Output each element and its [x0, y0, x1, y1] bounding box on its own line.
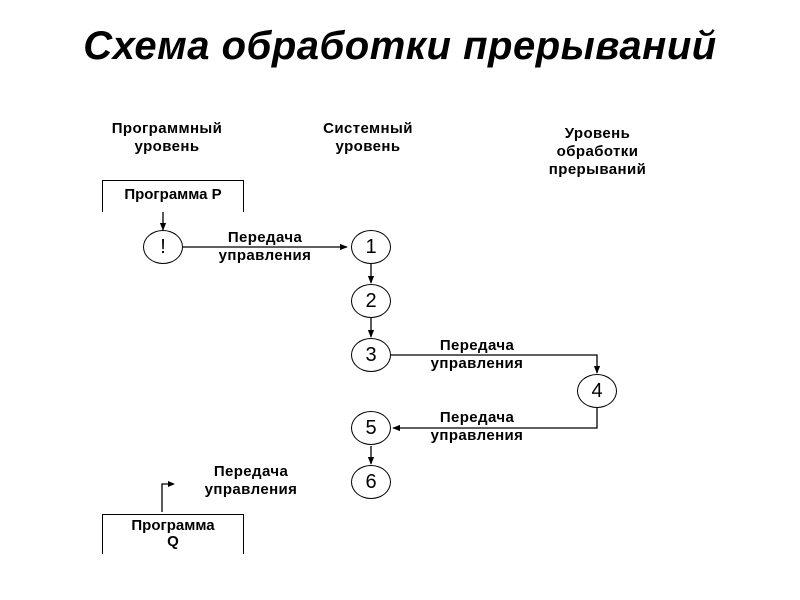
program-p-box: Программа P	[102, 180, 244, 212]
arrow-return-to-program-q	[161, 483, 172, 512]
program-q-box: Программа Q	[102, 514, 244, 554]
transfer-label-4-line-2: управления	[204, 481, 298, 498]
interrupt-level-heading: Уровень обработки прерываний	[525, 125, 670, 179]
transfer-label-2-line-1: Передача	[439, 337, 515, 354]
arrow-4-to-5	[392, 408, 598, 432]
node-3: 3	[351, 338, 391, 372]
interrupt-level-line-3: прерываний	[548, 161, 647, 178]
program-q-line-2: Q	[167, 533, 179, 550]
node-1: 1	[351, 230, 391, 264]
transfer-label-3-line-2: управления	[430, 427, 524, 444]
system-level-line-1: Системный	[323, 120, 413, 137]
program-level-heading: Программный уровень	[92, 120, 242, 156]
arrowhead-return	[168, 481, 175, 487]
system-level-heading: Системный уровень	[298, 120, 438, 156]
program-level-line-2: уровень	[134, 138, 200, 155]
interrupt-node: !	[143, 230, 183, 264]
arrow-3-to-4	[391, 354, 601, 374]
transfer-label-1: Передача управления	[200, 229, 330, 265]
node-4: 4	[577, 374, 617, 408]
program-q-line-1: Программа	[131, 517, 215, 534]
system-level-line-2: уровень	[335, 138, 401, 155]
transfer-label-4-line-1: Передача	[213, 463, 289, 480]
transfer-label-2-line-2: управления	[430, 355, 524, 372]
program-level-line-1: Программный	[111, 120, 223, 137]
transfer-label-3: Передача управления	[412, 409, 542, 445]
transfer-label-1-line-1: Передача	[227, 229, 303, 246]
transfer-label-1-line-2: управления	[218, 247, 312, 264]
interrupt-level-line-2: обработки	[556, 143, 639, 160]
node-6: 6	[351, 465, 391, 499]
transfer-label-2: Передача управления	[412, 337, 542, 373]
node-2: 2	[351, 284, 391, 318]
transfer-label-4: Передача управления	[186, 463, 316, 499]
interrupt-level-line-1: Уровень	[564, 125, 631, 142]
diagram-title: Схема обработки прерываний	[83, 24, 717, 68]
transfer-label-3-line-1: Передача	[439, 409, 515, 426]
node-5: 5	[351, 411, 391, 445]
